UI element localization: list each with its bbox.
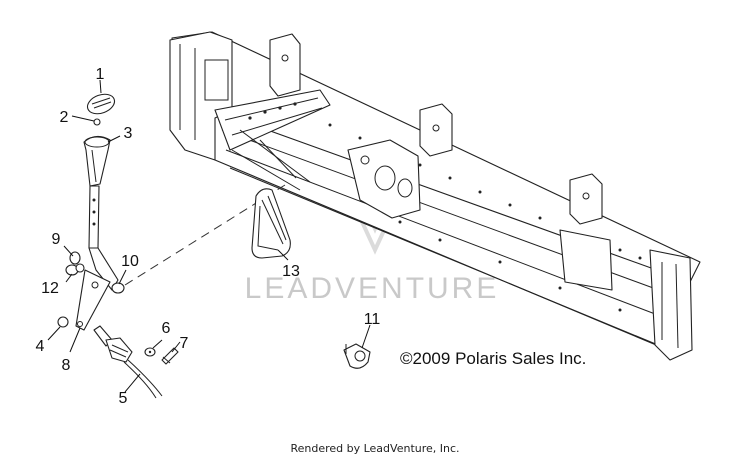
part-10-pivot-bolt xyxy=(111,282,125,294)
callout-12: 12 xyxy=(41,280,59,297)
part-7-bolt xyxy=(161,347,179,365)
part-13-boot-seal xyxy=(251,188,291,259)
frame-holes xyxy=(328,123,642,312)
part-5-shift-cable xyxy=(93,325,163,399)
part-4-nut xyxy=(57,316,69,328)
part-6-washer xyxy=(144,347,156,357)
part-3-shift-knob xyxy=(83,135,111,187)
part-8-link-arm xyxy=(75,269,111,331)
callout-7: 7 xyxy=(180,335,189,352)
frame-assembly xyxy=(169,31,701,361)
callout-labels: 1 2 3 4 5 6 7 8 9 10 11 12 13 xyxy=(36,66,381,407)
leadventure-watermark: LEADVENTURE xyxy=(245,199,500,305)
watermark-text: LEADVENTURE xyxy=(245,272,500,305)
footer-text: Rendered by LeadVenture, Inc. xyxy=(290,442,459,455)
callout-10: 10 xyxy=(121,253,139,270)
part-1-knob-cap xyxy=(86,93,116,115)
callout-11: 11 xyxy=(364,311,381,328)
part-2-clip xyxy=(93,118,101,126)
callout-5: 5 xyxy=(119,390,128,407)
part-11-clamp xyxy=(343,343,371,369)
callout-1: 1 xyxy=(96,66,105,83)
part-12-nut xyxy=(65,263,85,276)
callout-13: 13 xyxy=(282,263,300,280)
callout-4: 4 xyxy=(36,338,45,355)
callout-8: 8 xyxy=(62,357,71,374)
callout-3: 3 xyxy=(124,125,133,142)
callout-6: 6 xyxy=(162,320,171,337)
callout-2: 2 xyxy=(60,109,69,126)
leader-lines xyxy=(47,79,371,393)
shift-lever-rod xyxy=(88,185,119,291)
copyright-text: ©2009 Polaris Sales Inc. xyxy=(400,349,586,368)
callout-9: 9 xyxy=(52,231,61,248)
